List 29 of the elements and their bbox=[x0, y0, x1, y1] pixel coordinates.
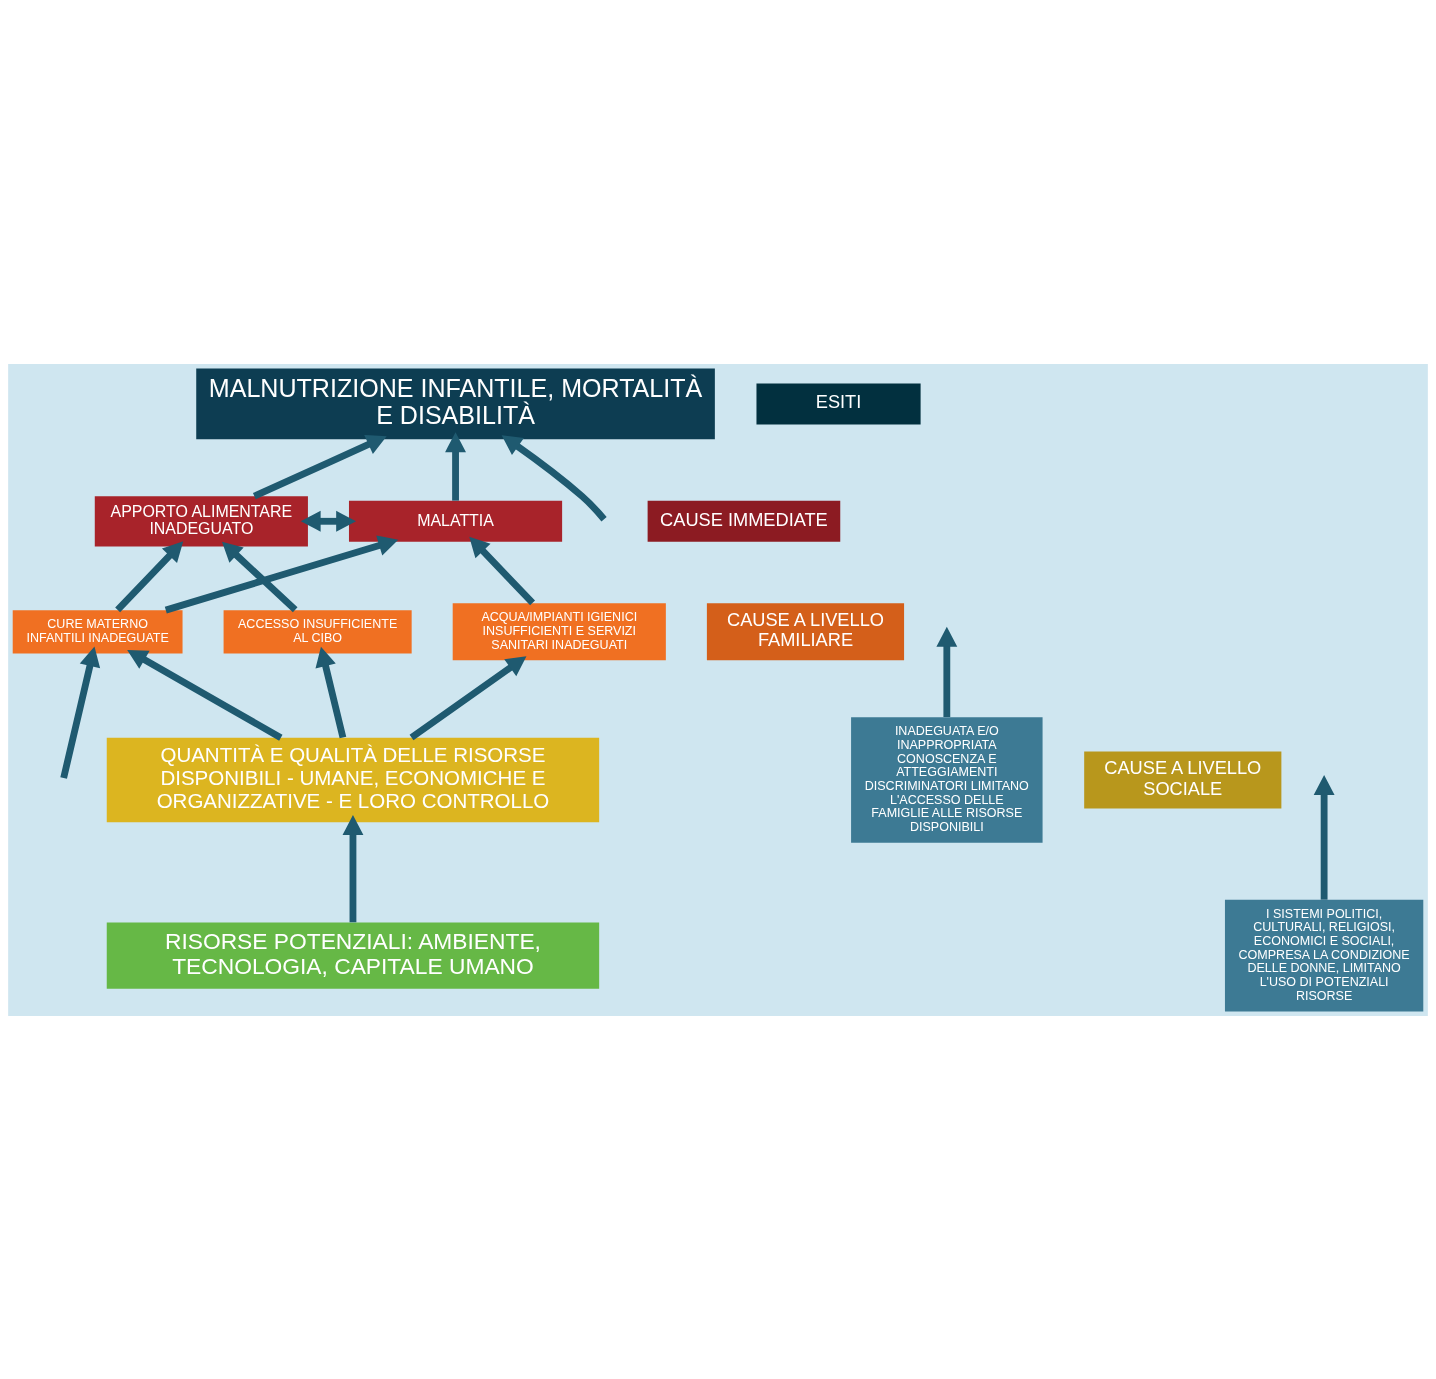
arrow bbox=[342, 814, 364, 922]
arrow bbox=[60, 645, 101, 779]
arrow bbox=[164, 535, 399, 613]
arrow bbox=[115, 540, 184, 612]
node-box: CAUSE IMMEDIATE bbox=[647, 500, 841, 542]
node-box: CAUSE A LIVELLO SOCIALE bbox=[1084, 751, 1282, 809]
node-box: ACCESSO INSUFFICIENTE AL CIBO bbox=[223, 609, 412, 653]
node-box: INADEGUATA E/O INAPPROPRIATA CONOSCENZA E ATTEGGIAMENTI DISCRIMINATORI LIMITANO L'ACCESSO DELLE FAMIGLIE ALLE RISORSE DISPONIBILI bbox=[851, 716, 1043, 843]
arrow bbox=[221, 541, 298, 612]
arrow bbox=[127, 649, 283, 741]
arrow bbox=[252, 434, 387, 499]
node-box: RISORSE POTENZIALI: AMBIENTE, TECNOLOGIA, CAPITALE UMANO bbox=[106, 922, 600, 989]
node-box: MALNUTRIZIONE INFANTILE, MORTALITÀ E DISABILITÀ bbox=[196, 368, 715, 439]
node-box: ESITI bbox=[756, 382, 921, 424]
node-box: I SISTEMI POLITICI, CULTURALI, RELIGIOSI, ECONOMICI E SOCIALI, COMPRESA LA CONDIZIONE DELLE DONNE, LIMITANO L'USO DI POTENZIALI RISORSE bbox=[1224, 899, 1424, 1011]
node-box: CURE MATERNO INFANTILI INADEGUATE bbox=[12, 609, 183, 653]
node-box: CAUSE A LIVELLO FAMILIARE bbox=[706, 602, 905, 660]
arrow bbox=[501, 434, 607, 521]
node-box: ACQUA/IMPIANTI IGIENICI INSUFFICIENTI E SERVIZI SANITARI INADEGUATI bbox=[452, 602, 666, 660]
node-box: MALATTIA bbox=[348, 500, 563, 542]
arrow bbox=[469, 536, 536, 605]
node-box: QUANTITÀ E QUALITÀ DELLE RISORSE DISPONIBILI - UMANE, ECONOMICHE E ORGANIZZATIVE - E LORO CONTROLLO bbox=[106, 737, 600, 822]
arrow bbox=[936, 626, 958, 717]
node-box: APPORTO ALIMENTARE INADEGUATO bbox=[94, 495, 308, 546]
arrow bbox=[445, 431, 466, 501]
arrow bbox=[315, 646, 347, 738]
arrow bbox=[409, 655, 527, 740]
arrow bbox=[1313, 774, 1335, 900]
arrow bbox=[300, 510, 357, 532]
